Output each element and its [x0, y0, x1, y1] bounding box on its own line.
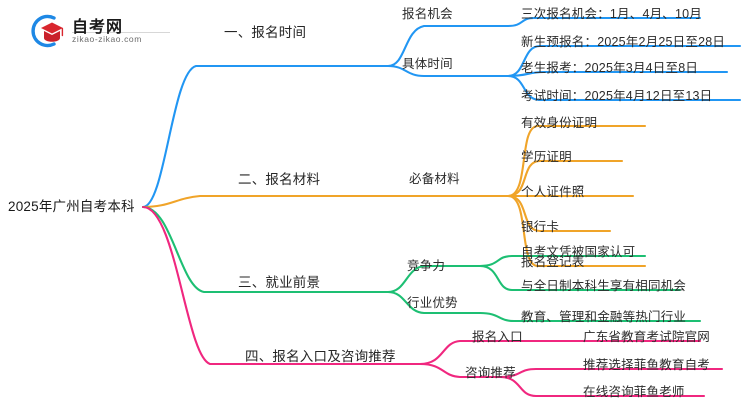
leaf-2-1-2[interactable]: 学历证明 [521, 150, 572, 164]
branch-node-4[interactable]: 四、报名入口及咨询推荐 [245, 349, 396, 364]
leaf-3-2-1[interactable]: 教育、管理和金融等热门行业 [521, 310, 687, 324]
site-logo[interactable]: 自考网 zikao-zikao.com [28, 12, 178, 52]
leaf-3-1-1[interactable]: 自考文凭被国家认可 [521, 245, 636, 259]
leaf-2-1-1[interactable]: 有效身份证明 [521, 116, 598, 130]
branch-node-3[interactable]: 三、就业前景 [238, 275, 321, 290]
subnode-2-1[interactable]: 必备材料 [409, 172, 460, 186]
leaf-2-1-5[interactable]: 报名登记表 [521, 255, 585, 269]
leaf-1-2-2[interactable]: 老生报考：2025年3月4日至8日 [521, 61, 699, 75]
leaf-3-1-2[interactable]: 与全日制本科生享有相同机会 [521, 279, 687, 293]
subnode-4-2[interactable]: 咨询推荐 [465, 366, 516, 380]
leaf-1-2-3[interactable]: 考试时间：2025年4月12日至13日 [521, 89, 713, 103]
graduation-cap-icon [31, 14, 64, 48]
leaf-1-1-1[interactable]: 三次报名机会：1月、4月、10月 [521, 7, 703, 21]
brand-url: zikao-zikao.com [72, 34, 142, 44]
leaf-2-1-4[interactable]: 银行卡 [521, 220, 560, 234]
leaf-4-2-1[interactable]: 推荐选择菲鱼教育自考 [583, 358, 711, 372]
subnode-4-1[interactable]: 报名入口 [472, 330, 523, 344]
leaf-2-1-3[interactable]: 个人证件照 [521, 185, 585, 199]
leaf-4-2-2[interactable]: 在线咨询菲鱼老师 [583, 385, 685, 399]
subnode-3-1[interactable]: 竞争力 [407, 259, 446, 273]
subnode-3-2[interactable]: 行业优势 [407, 296, 458, 310]
subnode-1-2[interactable]: 具体时间 [402, 57, 453, 71]
brand-name: 自考网 [72, 19, 124, 36]
branch-node-1[interactable]: 一、报名时间 [224, 25, 307, 40]
branch-node-2[interactable]: 二、报名材料 [238, 172, 321, 187]
logo-divider [72, 32, 170, 33]
leaf-4-1-1[interactable]: 广东省教育考试院官网 [583, 330, 711, 344]
subnode-1-1[interactable]: 报名机会 [402, 7, 453, 21]
leaf-1-2-1[interactable]: 新生预报名：2025年2月25日至28日 [521, 35, 726, 49]
mindmap-root-node[interactable]: 2025年广州自考本科 [8, 199, 135, 214]
